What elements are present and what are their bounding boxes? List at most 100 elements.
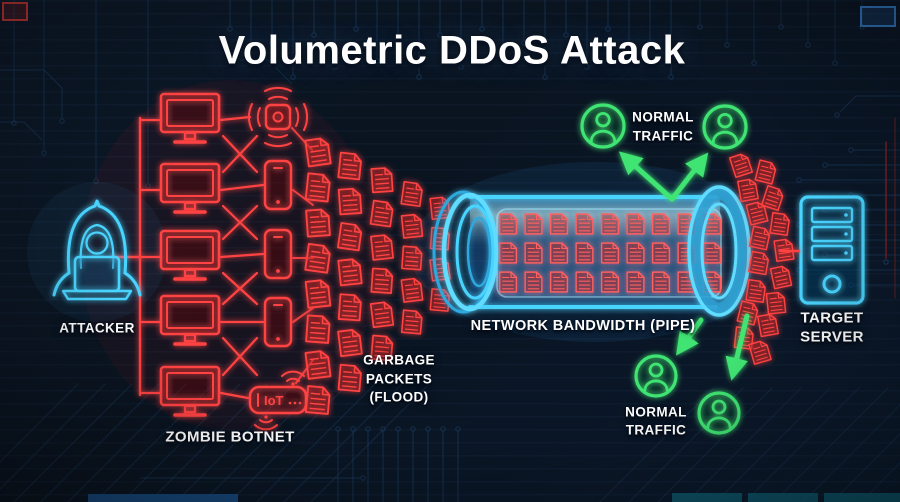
packet-text-line <box>406 187 415 190</box>
packet-text-line <box>375 341 385 344</box>
circuit-trace <box>121 383 241 502</box>
packet-fold <box>321 245 330 255</box>
circuit-node-dot <box>332 64 338 70</box>
circuit-trace <box>686 387 802 502</box>
packet-text-line <box>309 194 325 198</box>
packet-text-line <box>342 194 352 197</box>
circuit-node-dot <box>248 58 254 64</box>
server-drive-bay <box>810 225 854 243</box>
packet-text-line <box>752 346 761 350</box>
target-server-icon <box>799 195 865 305</box>
burst-packet-icon <box>748 250 770 276</box>
bottom-right-block <box>824 493 900 502</box>
pipe-packet-icon <box>498 213 518 235</box>
packet-text-line <box>406 232 420 235</box>
circuit-trace <box>0 69 63 118</box>
packet-text-line <box>310 154 327 158</box>
normal-user-icon <box>697 391 741 435</box>
speaker-dot <box>272 111 284 123</box>
garbage-packet-icon <box>304 172 331 203</box>
botnet-cross-link <box>221 336 259 377</box>
packet-fold <box>321 387 330 396</box>
circuit-trace <box>0 383 106 490</box>
packet-text-line <box>342 375 358 379</box>
circuit-node-dot <box>290 74 296 80</box>
packet-fold <box>561 272 568 279</box>
packet-text-line <box>778 251 791 255</box>
packet-fold <box>321 316 330 325</box>
monitor-screen-inner <box>166 236 214 264</box>
wifi-dot <box>264 415 268 419</box>
packet-fold <box>535 214 542 221</box>
pipe-packet-icon <box>626 242 645 264</box>
packet-fold <box>351 259 360 267</box>
pipe-packet-icon <box>549 271 569 293</box>
packet-text-line <box>342 199 358 202</box>
normal-traffic-bottom-label-line1: NORMAL <box>625 404 687 420</box>
circuit-node-dot <box>93 178 99 184</box>
packet-text-line <box>753 239 766 243</box>
circuit-trace <box>715 387 831 502</box>
circuit-trace <box>744 387 860 502</box>
packet-text-line <box>770 308 783 312</box>
attacker-arm-left <box>52 271 71 297</box>
packet-text-line <box>405 256 419 259</box>
circuit-trace <box>802 404 900 502</box>
packet-text-line <box>374 312 389 315</box>
circuit-trace <box>839 95 900 113</box>
zombie-smartphone-icon <box>263 159 293 211</box>
packet-fold <box>586 272 593 279</box>
packet-fold <box>385 336 393 345</box>
packet-fold <box>612 272 619 279</box>
packet-fold <box>637 272 644 279</box>
circuit-node-dot <box>395 40 401 46</box>
pipe-packet-icon <box>575 242 594 264</box>
packet-text-line <box>343 274 358 278</box>
circuit-node-dot <box>311 32 317 38</box>
garbage-packet-icon <box>304 279 332 309</box>
packet-text-line <box>777 247 790 251</box>
pipe-outlet-ring-face <box>689 188 749 314</box>
pipe-packet-icon <box>600 271 620 293</box>
pipe-packet-icon <box>651 271 671 293</box>
packet-fold <box>319 351 329 360</box>
packet-text-line <box>342 340 358 344</box>
packet-text-line <box>375 345 390 349</box>
packet-text-line <box>341 173 357 176</box>
packet-fold <box>783 214 790 222</box>
burst-packet-icon <box>745 279 766 303</box>
deflect-arrow-top-right <box>669 152 709 202</box>
packet-text-line <box>375 186 390 190</box>
packet-fold <box>763 228 770 236</box>
monitor-neck <box>183 404 197 414</box>
garbage-packet-icon <box>337 222 363 252</box>
monitor-screen-inner <box>166 99 214 127</box>
packet-text-line <box>375 182 390 185</box>
packet-text-line <box>375 211 390 215</box>
packet-text-line <box>405 319 419 323</box>
device-to-flood-stub <box>292 307 314 323</box>
zombie-botnet-label: ZOMBIE BOTNET <box>165 428 295 446</box>
circuit-node-dot <box>145 183 151 189</box>
circuit-trace <box>657 387 773 502</box>
packet-outline <box>757 313 779 338</box>
circuit-node-dot <box>883 259 889 265</box>
pipe-inlet-ring <box>441 192 499 312</box>
packet-text-line <box>374 308 383 311</box>
circuit-trace <box>831 433 900 502</box>
user-shoulders <box>589 129 617 144</box>
deflect-arrow-bottom-left <box>676 317 704 356</box>
user-head <box>711 399 727 415</box>
pipe-packet-icon <box>549 213 569 235</box>
packet-text-line <box>310 230 327 234</box>
monitor-neck <box>183 201 197 211</box>
packet-text-line <box>309 402 326 406</box>
packet-text-line <box>375 274 384 277</box>
pipe-packet-icon <box>549 242 569 264</box>
circuit-trace <box>283 383 403 502</box>
packet-text-line <box>342 314 357 318</box>
packet-fold <box>415 183 423 191</box>
circuit-node-dot <box>227 26 233 32</box>
circuit-node-dot <box>353 26 359 32</box>
packet-outline <box>728 153 754 179</box>
